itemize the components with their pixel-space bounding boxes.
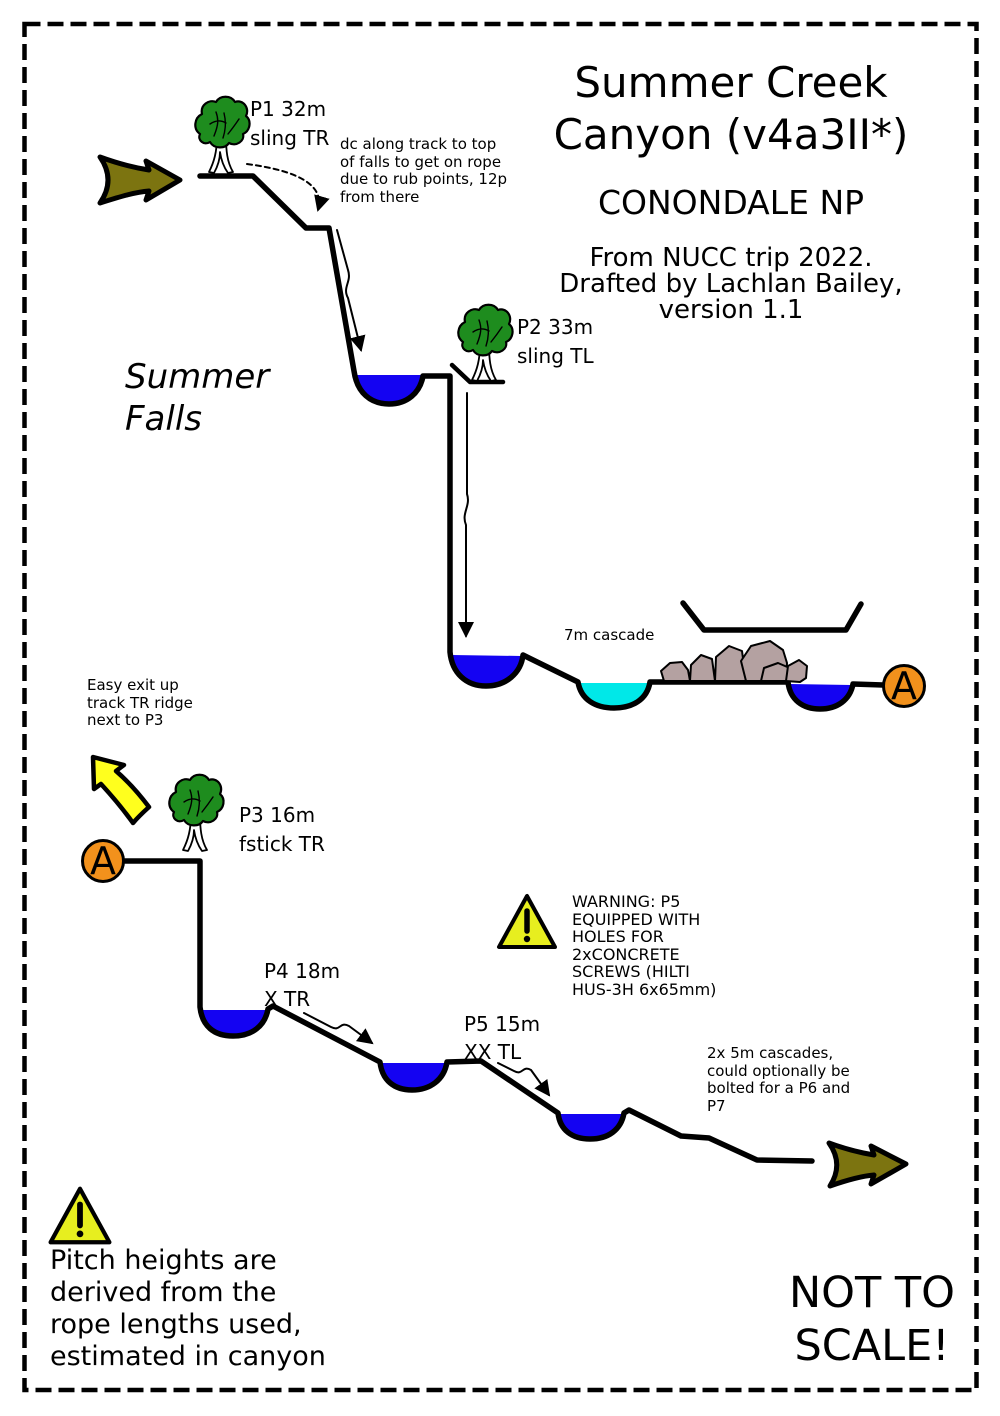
park-name: CONONDALE NP (597, 183, 865, 222)
rope-p4 (303, 1012, 374, 1045)
label-p2: P2 33m sling TL (517, 315, 594, 368)
title-block: Summer Creek Canyon (v4a3II*) CONONDALE … (515, 38, 947, 342)
note-2x5m-cascades: 2x 5m cascades, could optionally be bolt… (707, 1044, 851, 1115)
tree-p3-anchor (168, 773, 225, 853)
label-p1: P1 32m sling TR (250, 97, 330, 150)
p2-anchor-ledge (449, 362, 506, 385)
connector-a-upper: A (882, 664, 926, 708)
note-p5-warning: WARNING: P5 EQUIPPED WITH HOLES FOR 2xCO… (572, 892, 717, 999)
connector-a-lower-letter: A (90, 839, 116, 883)
label-p4: P4 18m X TR (264, 959, 341, 1011)
pool-p3-base (202, 1010, 266, 1034)
rope-p5 (497, 1062, 551, 1097)
tree-p2-anchor (457, 303, 514, 383)
boulder-pile (660, 640, 808, 683)
pool-after-rocks (790, 684, 851, 707)
credits: From NUCC trip 2022. Drafted by Lachlan … (559, 243, 903, 325)
tree-p1-anchor (194, 95, 251, 175)
page-title: Summer Creek Canyon (v4a3II*) (553, 58, 909, 159)
pool-p4-base (382, 1063, 445, 1088)
pool-p1-base (355, 375, 422, 402)
overhang-bracket (680, 600, 864, 633)
terrain-lower-profile (122, 858, 815, 1164)
label-summer-falls: Summer Falls (125, 357, 270, 439)
label-7m-cascade: 7m cascade (564, 626, 655, 644)
label-p5: P5 15m XX TL (464, 1012, 541, 1064)
connector-a-upper-letter: A (891, 664, 917, 708)
pool-cascade (580, 683, 648, 706)
exit-arrow (826, 1140, 909, 1189)
warning-icon-p5 (499, 896, 555, 947)
escape-route-arrow (90, 754, 152, 826)
note-p1-approach: dc along track to top of falls to get on… (340, 135, 508, 206)
page-border (22, 21, 979, 1393)
label-not-to-scale: NOT TO SCALE! (788, 1268, 956, 1371)
pool-p5-base (560, 1114, 622, 1137)
entry-arrow (97, 154, 183, 206)
note-pitch-heights: Pitch heights are derived from the rope … (50, 1245, 326, 1372)
rope-p1 (336, 229, 366, 352)
terrain-upper-profile (197, 173, 886, 712)
warning-icon-heights (51, 1189, 110, 1243)
pool-p2-base (452, 655, 521, 684)
rope-p2 (458, 392, 474, 638)
note-easy-exit: Easy exit up track TR ridge next to P3 (87, 676, 193, 729)
connector-a-lower: A (81, 839, 125, 883)
label-p3: P3 16m fstick TR (239, 803, 325, 856)
